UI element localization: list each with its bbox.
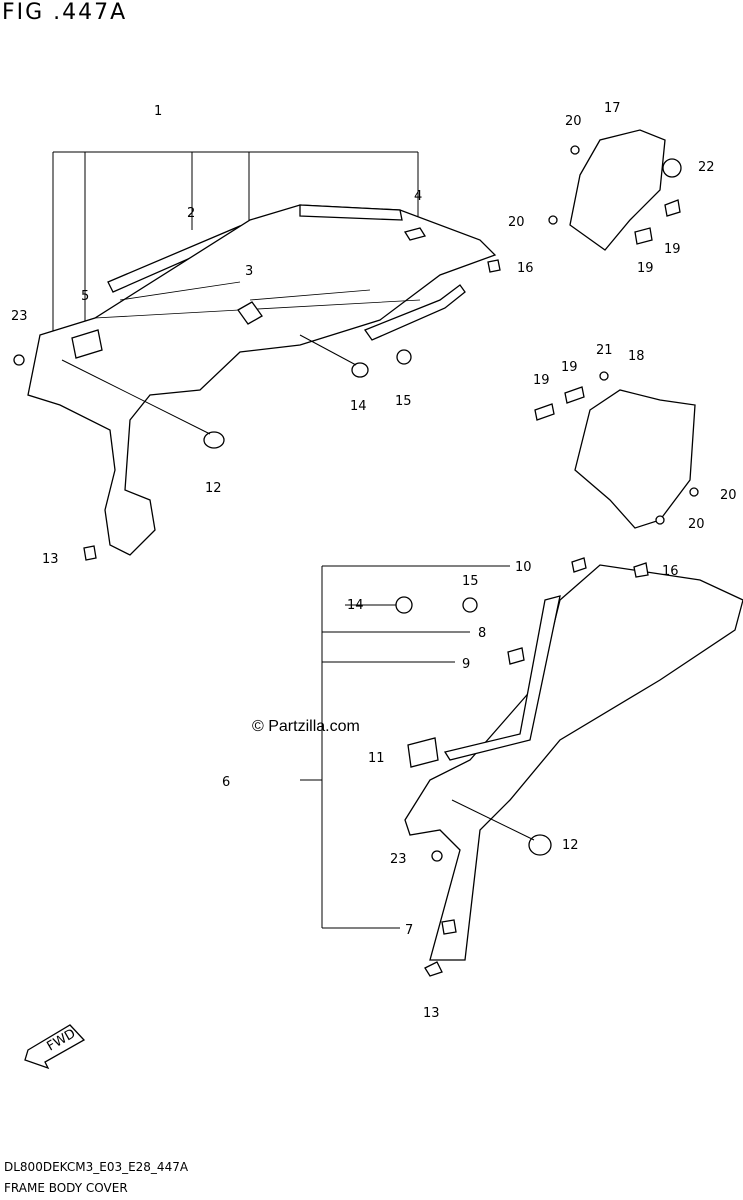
callout: 20	[565, 114, 582, 129]
part-19-pad	[634, 227, 653, 245]
callout: 7	[405, 923, 413, 938]
part-4-clip	[403, 227, 427, 241]
callout: 12	[205, 481, 222, 496]
part-21-screw	[599, 371, 609, 381]
part-16-clip	[487, 259, 501, 273]
callout: 22	[698, 160, 715, 175]
callout: 10	[515, 560, 532, 575]
part-8-strip	[443, 595, 561, 761]
part-15-cushion	[396, 349, 412, 365]
callout: 16	[517, 261, 534, 276]
left-frame-cover	[27, 204, 497, 556]
callout: 16	[662, 564, 679, 579]
callout: 14	[347, 598, 364, 613]
callout: 19	[533, 373, 550, 388]
part-15-cushion	[462, 597, 478, 613]
part-19-pad	[664, 199, 681, 217]
part-19-pad	[534, 403, 555, 421]
part-13-nut	[83, 545, 97, 561]
part-23-bolt	[431, 850, 443, 862]
part-13-nut	[424, 961, 443, 977]
callout: 11	[368, 751, 385, 766]
part-16-clip	[633, 562, 649, 578]
part-20-screw	[655, 515, 665, 525]
upper-rail	[299, 204, 403, 221]
part-14-damper	[395, 596, 413, 614]
part-20-screw	[548, 215, 558, 225]
callout: 23	[11, 309, 28, 324]
callout: 12	[562, 838, 579, 853]
cover-17-group	[548, 129, 682, 251]
callout: 13	[42, 552, 59, 567]
part-11-pad	[407, 737, 439, 768]
figure-title: FIG .447A	[2, 0, 128, 25]
callout: 2	[187, 206, 195, 221]
part-12-grommet	[203, 431, 225, 449]
part-12-grommet	[528, 834, 552, 856]
callout: 3	[245, 264, 253, 279]
part-5-pad	[71, 329, 103, 359]
callout: 19	[637, 261, 654, 276]
part-3-label	[237, 301, 263, 325]
part-14-damper	[351, 362, 369, 378]
callout: 20	[720, 488, 737, 503]
callout: 19	[561, 360, 578, 375]
callout: 18	[628, 349, 645, 364]
part-22-grommet	[662, 158, 682, 178]
callout: 23	[390, 852, 407, 867]
left-cover-group	[13, 151, 501, 561]
callout: 15	[462, 574, 479, 589]
part-17-cover	[569, 129, 666, 251]
diagram-name: FRAME BODY COVER	[4, 1181, 128, 1195]
callout: 17	[604, 101, 621, 116]
part-19-pad	[564, 386, 585, 404]
right-cover-group	[300, 557, 743, 977]
part-18-cover	[574, 389, 696, 529]
watermark: © Partzilla.com	[252, 718, 360, 735]
callout: 8	[478, 626, 486, 641]
part-20-screw	[689, 487, 699, 497]
callout: 21	[596, 343, 613, 358]
part-10-clip	[571, 557, 587, 573]
callout: 9	[462, 657, 470, 672]
part-9-pad	[507, 647, 525, 665]
right-frame-cover	[404, 564, 743, 961]
callout: 1	[154, 104, 162, 119]
callout: 6	[222, 775, 230, 790]
callout: 14	[350, 399, 367, 414]
bracket-1	[52, 151, 419, 335]
callout: 15	[395, 394, 412, 409]
callout: 20	[688, 517, 705, 532]
part-23-bolt	[13, 354, 25, 366]
diagram-code: DL800DEKCM3_E03_E28_447A	[4, 1160, 189, 1174]
part-7-pad	[441, 919, 457, 935]
cover-18-group	[534, 371, 699, 529]
fwd-arrow: FWD	[24, 1024, 86, 1070]
callout: 5	[81, 289, 89, 304]
callout: 20	[508, 215, 525, 230]
callout: 19	[664, 242, 681, 257]
bracket-6	[300, 565, 510, 929]
stay-bar	[363, 284, 466, 341]
part-20-screw	[570, 145, 580, 155]
callout: 13	[423, 1006, 440, 1021]
callout: 4	[414, 189, 422, 204]
